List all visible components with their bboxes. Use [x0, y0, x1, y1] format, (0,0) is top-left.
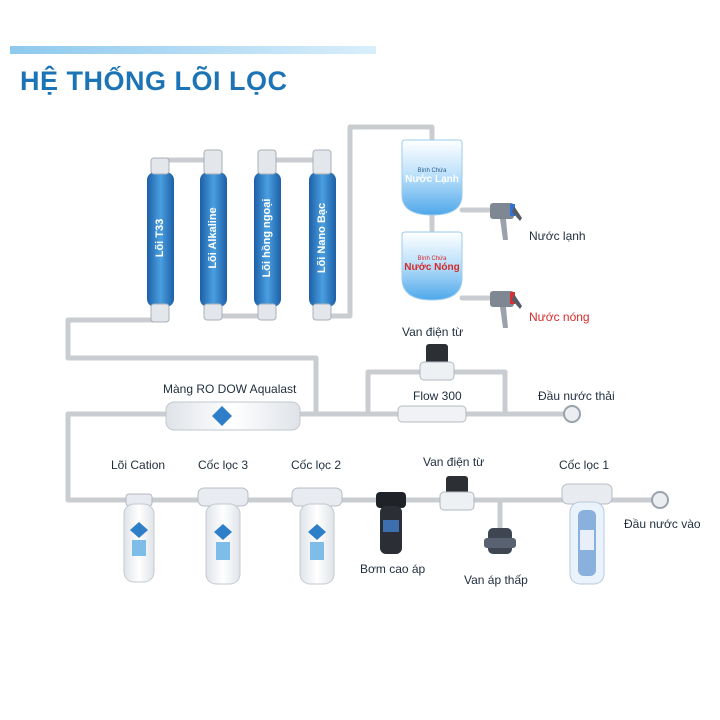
waste-outlet-connector	[563, 405, 581, 423]
cold-tap-label: Nước lạnh	[529, 229, 586, 243]
solenoid-bottom-label: Van điện từ	[423, 455, 485, 469]
filter-infrared	[254, 172, 281, 307]
ro-membrane-label: Màng RO DOW Aqualast	[163, 382, 297, 396]
solenoid-top-body	[426, 344, 448, 364]
label-infrared: Lõi hồng ngoại	[261, 198, 273, 278]
waste-outlet-label: Đầu nước thải	[538, 389, 615, 403]
filter-housings	[123, 483, 613, 585]
header-accent-bar	[10, 46, 376, 54]
solenoid-valves	[419, 344, 475, 511]
hot-tank	[401, 231, 463, 301]
cation-label: Lõi Cation	[111, 458, 166, 472]
filter-nano	[309, 172, 336, 307]
low-pressure-valve	[484, 528, 516, 554]
hot-tap-body	[490, 291, 514, 307]
flow-label: Flow 300	[413, 389, 462, 403]
solenoid-top-label: Van điện từ	[402, 325, 464, 339]
low-pressure-valve-label: Van áp thấp	[464, 573, 528, 587]
flow-restrictor	[397, 405, 467, 423]
filter3-label: Cốc lọc 3	[198, 458, 249, 472]
hot-tap-knob	[510, 292, 515, 304]
label-t33: Lõi T33	[154, 218, 166, 258]
page-title: HỆ THỐNG LÕI LỌC	[20, 66, 288, 96]
pump	[376, 492, 406, 554]
cold-tank-label: Bình Chứa Nước Lạnh	[405, 168, 459, 185]
taps	[490, 203, 522, 328]
hot-tank-label: Bình Chứa Nước Nóng	[404, 256, 460, 273]
solenoid-bottom-body	[446, 476, 468, 496]
cold-tap-body	[490, 203, 514, 219]
inline-filters	[147, 149, 336, 323]
ro-membrane-housing	[165, 401, 301, 431]
inlet-label: Đầu nước vào	[624, 517, 701, 531]
label-nano: Lõi Nano Bạc	[316, 202, 328, 274]
pipe-t33-to-ro	[65, 303, 319, 417]
pump-label: Bơm cao áp	[360, 562, 426, 576]
cold-tap-knob	[510, 204, 515, 216]
filter1-label: Cốc lọc 1	[559, 458, 610, 472]
inlet-connector	[651, 491, 669, 509]
filter-t33	[147, 172, 174, 307]
label-alkaline: Lõi Alkaline	[207, 207, 219, 269]
filter-alkaline	[200, 172, 227, 307]
cold-tank	[401, 139, 463, 216]
filter2-label: Cốc lọc 2	[291, 458, 342, 472]
hot-tap-label: Nước nóng	[529, 310, 590, 324]
pipe-lower-line	[65, 411, 663, 503]
tanks	[401, 139, 463, 301]
